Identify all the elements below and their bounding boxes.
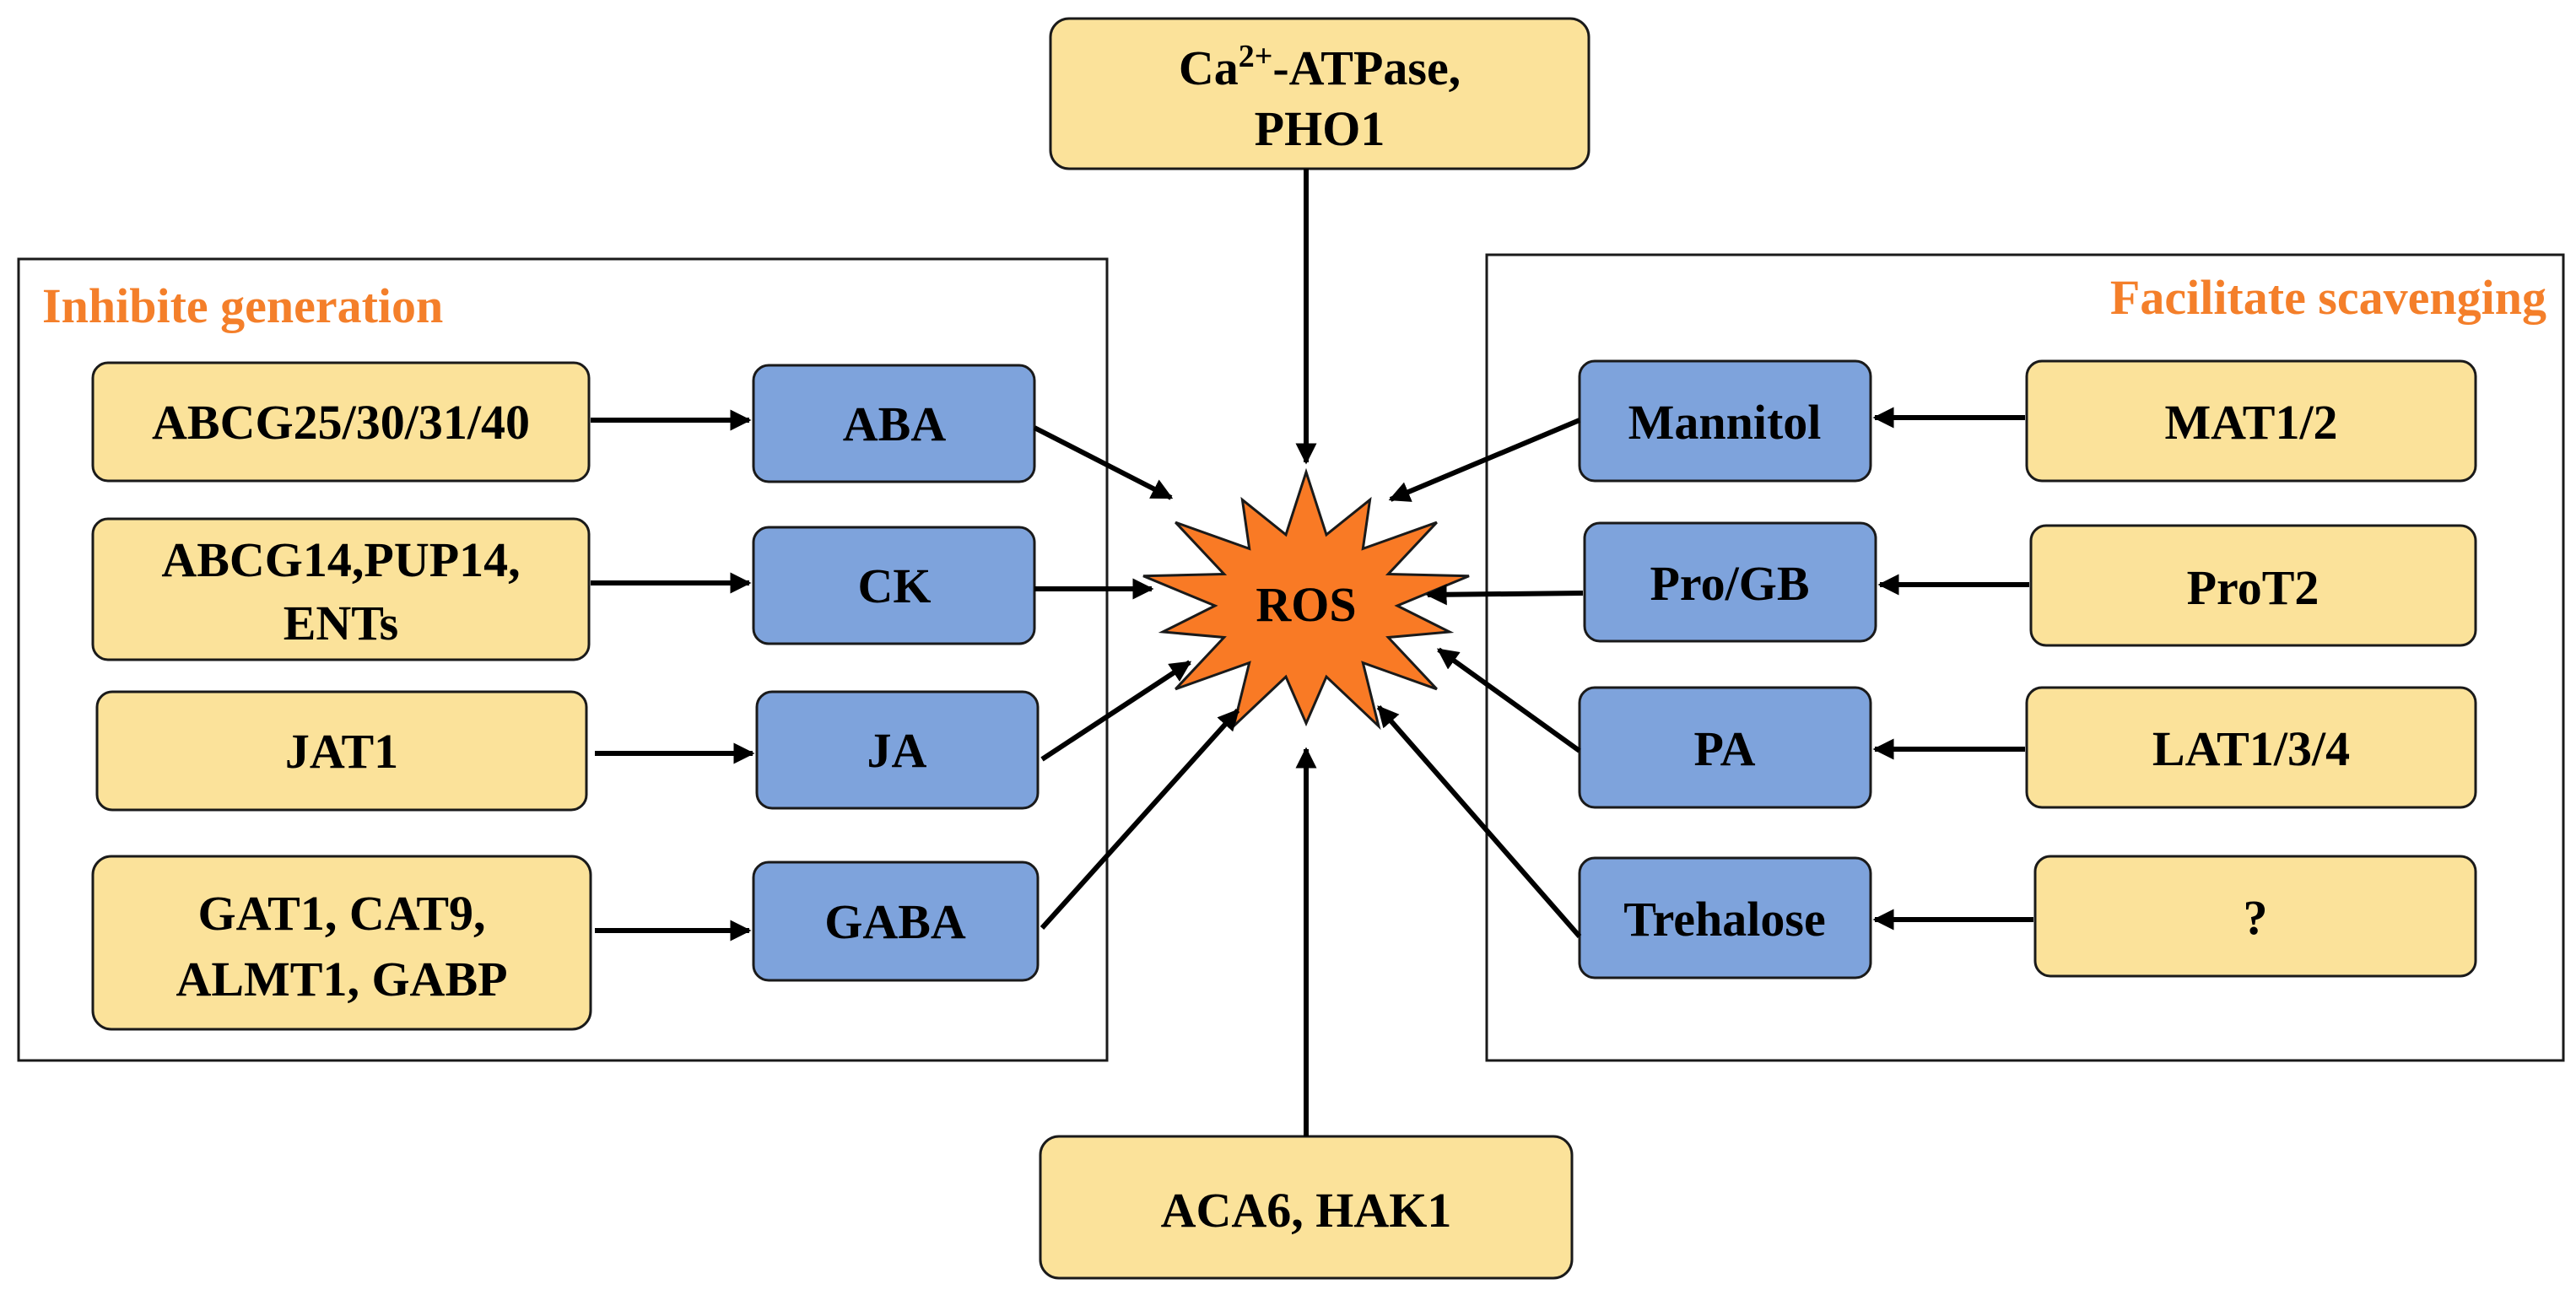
arrow-progb-ros (1425, 584, 1584, 606)
right-transporter-box-3 (2025, 686, 2477, 809)
left-hormone-label-1: ABA (843, 397, 947, 451)
right-transporter-box-4 (2033, 855, 2477, 978)
left-hormone-box-2 (752, 526, 1036, 645)
left-hormone-label-3: JA (867, 723, 927, 778)
right-row-1: Mannitol MAT1/2 (1578, 359, 2477, 483)
right-osmolyte-box-2 (1583, 521, 1877, 643)
arrow-trehalose-ros (1376, 705, 1582, 938)
left-row-4: GAT1, CAT9, ALMT1, GABP GABA (91, 855, 1040, 1031)
left-transporter-label-1: ABCG25/30/31/40 (152, 395, 530, 450)
right-row-3: PA LAT1/3/4 (1578, 686, 2477, 809)
ros-star-shape (1142, 467, 1470, 731)
bottom-node-label: ACA6, HAK1 (1161, 1183, 1452, 1238)
right-osmolyte-label-1: Mannitol (1628, 395, 1822, 450)
left-row-3: JAT1 JA (95, 690, 1040, 812)
right-row-4: Trehalose ? (1578, 855, 2477, 979)
left-hormone-label-4: GABA (824, 894, 966, 949)
right-transporter-label-1: MAT1/2 (2164, 395, 2337, 450)
left-transporter-label-2a: ABCG14,PUP14, (161, 532, 520, 587)
arrow-ja-ros (1040, 660, 1192, 762)
right-transporter-label-4: ? (2244, 890, 2268, 945)
right-panel-frame (1485, 253, 2565, 1062)
right-osmolyte-label-4: Trehalose (1623, 892, 1826, 947)
top-node-line2: PHO1 (1255, 101, 1385, 156)
left-transporter-box-1 (91, 361, 591, 483)
right-transporter-label-2: ProT2 (2187, 560, 2319, 615)
left-hormone-box-4 (752, 861, 1040, 982)
left-panel-frame (17, 257, 1109, 1062)
right-transporter-box-2 (2029, 524, 2477, 647)
arrow-pa-ros (1436, 647, 1581, 753)
left-transporter-label-3: JAT1 (285, 724, 398, 779)
right-panel: Facilitate scavenging (1485, 253, 2565, 1062)
top-node: Ca2+-ATPase, PHO1 (1049, 17, 1590, 170)
left-row-1: ABCG25/30/31/40 ABA (91, 361, 1036, 483)
right-osmolyte-box-3 (1578, 686, 1872, 809)
left-transporter-box-4 (91, 855, 592, 1031)
left-transporter-label-4a: GAT1, CAT9, (197, 886, 485, 941)
right-panel-title: Facilitate scavenging (2110, 270, 2546, 325)
arrow-aba-ros (1033, 425, 1174, 500)
ros-node: ROS (1142, 467, 1470, 731)
left-row-2: ABCG14,PUP14, ENTs CK (91, 517, 1036, 661)
right-transporter-label-3: LAT1/3/4 (2152, 721, 2350, 776)
ros-label: ROS (1256, 577, 1356, 632)
right-row-2: Pro/GB ProT2 (1583, 521, 2477, 647)
right-transporter-box-1 (2025, 359, 2477, 483)
left-hormone-box-1 (752, 364, 1036, 483)
right-osmolyte-box-4 (1578, 856, 1872, 979)
left-transporter-box-2 (91, 517, 591, 661)
arrow-gaba-ros (1040, 708, 1240, 931)
top-node-box (1049, 17, 1590, 170)
left-hormone-label-2: CK (858, 558, 932, 613)
right-osmolyte-label-2: Pro/GB (1650, 556, 1809, 611)
bottom-node: ACA6, HAK1 (1039, 1135, 1574, 1280)
left-panel: Inhibite generation (17, 257, 1109, 1062)
left-transporter-label-2b: ENTs (284, 596, 399, 650)
left-panel-title: Inhibite generation (42, 278, 443, 333)
arrow-mannitol-ros (1388, 418, 1581, 502)
left-transporter-label-4b: ALMT1, GABP (176, 952, 507, 1006)
left-hormone-box-3 (755, 690, 1040, 810)
left-transporter-box-3 (95, 690, 588, 812)
top-node-line1: Ca2+-ATPase, (1179, 39, 1461, 95)
right-osmolyte-label-3: PA (1693, 721, 1755, 776)
